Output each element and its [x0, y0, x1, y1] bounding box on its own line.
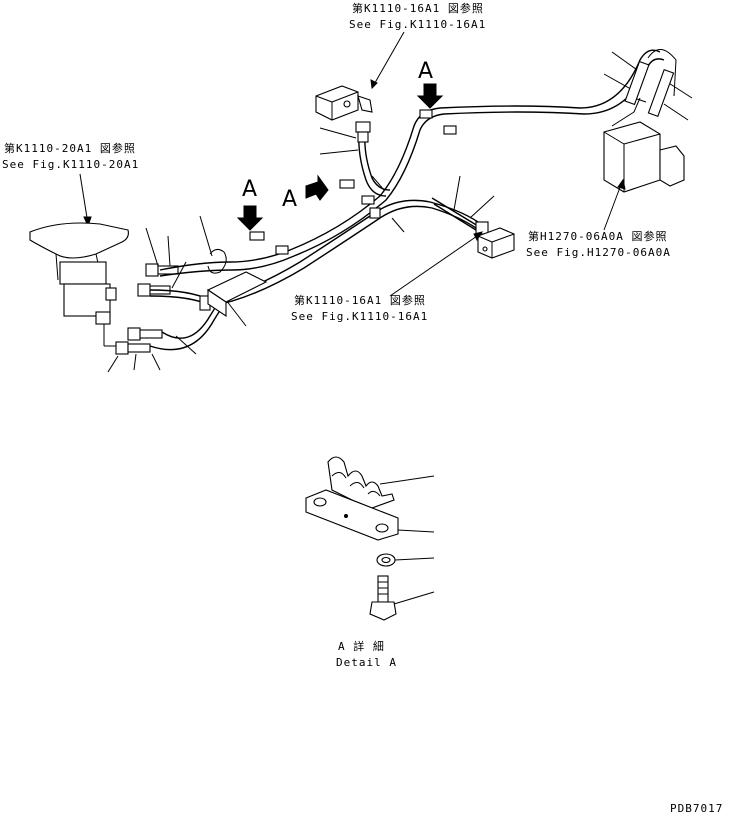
top-reference-jp: 第K1110-16A1 図参照 — [352, 1, 484, 15]
bottom-bracket-plate — [206, 271, 268, 318]
middle-reference-leader — [389, 233, 481, 297]
left-reference-leader — [79, 173, 89, 225]
right-valve-assembly — [603, 49, 693, 193]
detail-leader-3 — [394, 557, 435, 561]
detail-leader-2 — [397, 529, 435, 533]
leader-bolt-1 — [453, 175, 461, 211]
leader-bolt-2 — [469, 195, 495, 219]
left-reference-jp: 第K1110-20A1 図参照 — [4, 141, 136, 155]
leader-mid — [371, 175, 385, 191]
left-reference-en: See Fig.K1110-20A1 — [2, 158, 139, 171]
drawing-code: PDB7017 — [670, 802, 723, 815]
right-reference-en: See Fig.H1270-06A0A — [526, 246, 671, 259]
detail-a-clamp — [327, 456, 395, 509]
upper-fitting — [355, 121, 371, 143]
right-reference-leader — [603, 181, 623, 231]
left-reference-arrowhead — [83, 216, 92, 228]
top-valve-block — [315, 85, 373, 121]
detail-a-bolt — [369, 575, 397, 621]
detail-leader-4 — [393, 591, 435, 605]
leader-upper-1 — [319, 127, 357, 139]
tube-clamps — [199, 109, 457, 311]
middle-reference-en: See Fig.K1110-16A1 — [291, 310, 428, 323]
view-arrow-3 — [416, 83, 444, 109]
detail-title-en: Detail A — [336, 656, 397, 669]
view-arrow-2 — [305, 174, 329, 201]
view-marker-a-1: A — [242, 177, 257, 202]
right-bolt — [431, 197, 489, 235]
right-reference-arrowhead — [617, 178, 626, 190]
view-marker-a-3: A — [418, 59, 433, 84]
view-arrow-1 — [236, 205, 264, 231]
detail-leader-1 — [379, 475, 435, 485]
top-reference-leader — [371, 31, 405, 89]
leader-upper-2 — [319, 149, 359, 155]
right-reference-jp: 第H1270-06A0A 図参照 — [528, 229, 667, 243]
detail-title-jp: A 詳 細 — [338, 639, 385, 653]
view-marker-a-2: A — [282, 187, 297, 212]
middle-reference-jp: 第K1110-16A1 図参照 — [294, 293, 426, 307]
right-small-block — [477, 227, 515, 259]
left-fittings — [115, 263, 179, 355]
detail-a-bracket — [305, 489, 399, 541]
top-reference-arrowhead — [370, 79, 378, 90]
top-reference-en: See Fig.K1110-16A1 — [349, 18, 486, 31]
leader-lower-tube — [391, 217, 405, 233]
left-control-valve — [29, 222, 129, 347]
left-leader-lines — [107, 215, 247, 373]
middle-reference-arrowhead — [473, 231, 484, 242]
detail-a-washer — [376, 553, 396, 567]
